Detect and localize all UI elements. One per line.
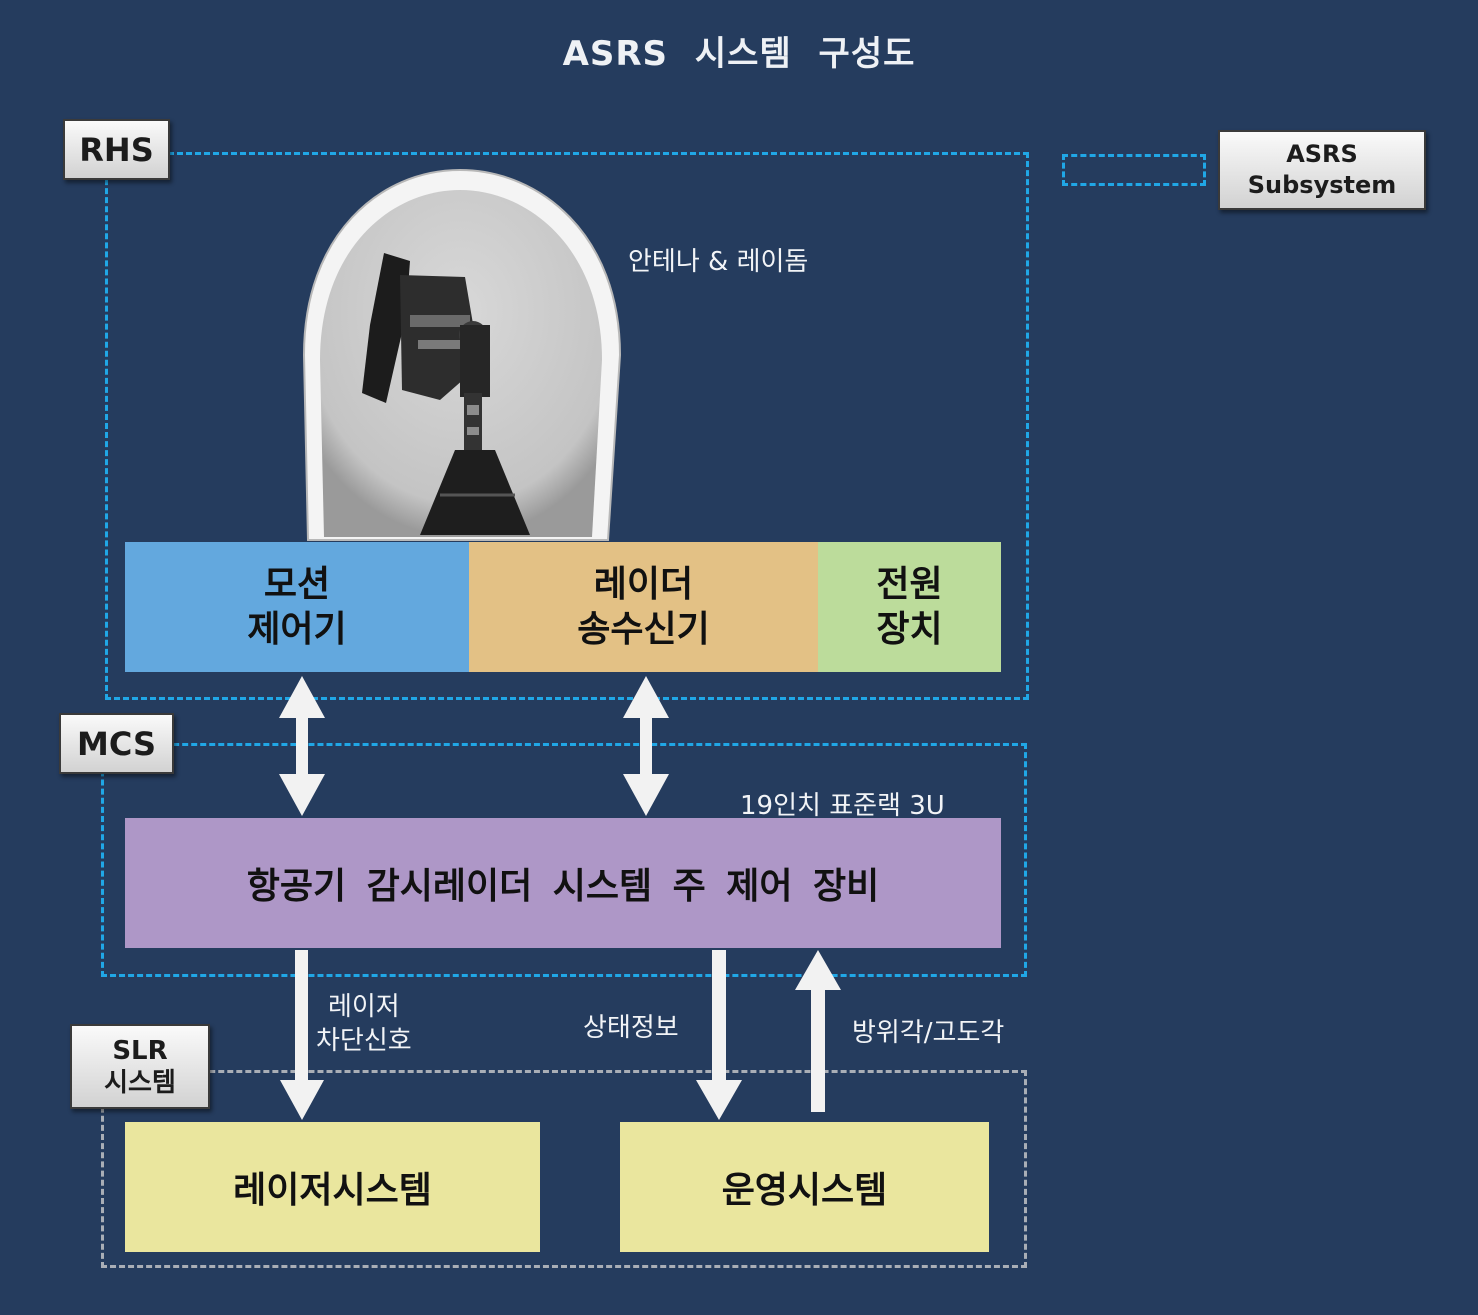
main-control-unit-block: 항공기 감시레이더 시스템 주 제어 장비 — [125, 818, 1001, 948]
legend-dashed-swatch — [1062, 154, 1206, 186]
slr-group-label: SLR 시스템 — [70, 1024, 210, 1109]
status-info-arrow — [696, 950, 742, 1120]
radar-main-bidirectional-arrow — [623, 676, 669, 816]
mcs-group-boundary — [101, 743, 1027, 977]
antenna-radome-icon — [302, 168, 622, 541]
rhs-group-boundary — [105, 152, 1029, 700]
slr-group-boundary — [101, 1070, 1027, 1268]
legend-asrs-subsystem-label: ASRS Subsystem — [1218, 130, 1426, 210]
radar-transceiver-block: 레이더 송수신기 — [469, 542, 818, 672]
motion-controller-block: 모션 제어기 — [125, 542, 469, 672]
mcs-group-label: MCS — [59, 713, 174, 774]
rhs-group-label: RHS — [63, 119, 170, 180]
laser-block-signal-label: 레이저 차단신호 — [316, 992, 412, 1056]
power-supply-block: 전원 장치 — [818, 542, 1001, 672]
azimuth-elevation-arrow — [795, 950, 841, 1112]
antenna-radome-label: 안테나 & 레이돔 — [628, 247, 809, 277]
diagram-title: ASRS 시스템 구성도 — [562, 34, 916, 74]
azimuth-elevation-label: 방위각/고도각 — [852, 1018, 1005, 1048]
laser-block-signal-arrow — [280, 950, 324, 1120]
laser-system-block: 레이저시스템 — [125, 1122, 540, 1252]
status-info-label: 상태정보 — [583, 1013, 679, 1043]
rack-spec-note: 19인치 표준랙 3U — [740, 791, 945, 821]
operation-system-block: 운영시스템 — [620, 1122, 989, 1252]
motion-main-bidirectional-arrow — [279, 676, 325, 816]
